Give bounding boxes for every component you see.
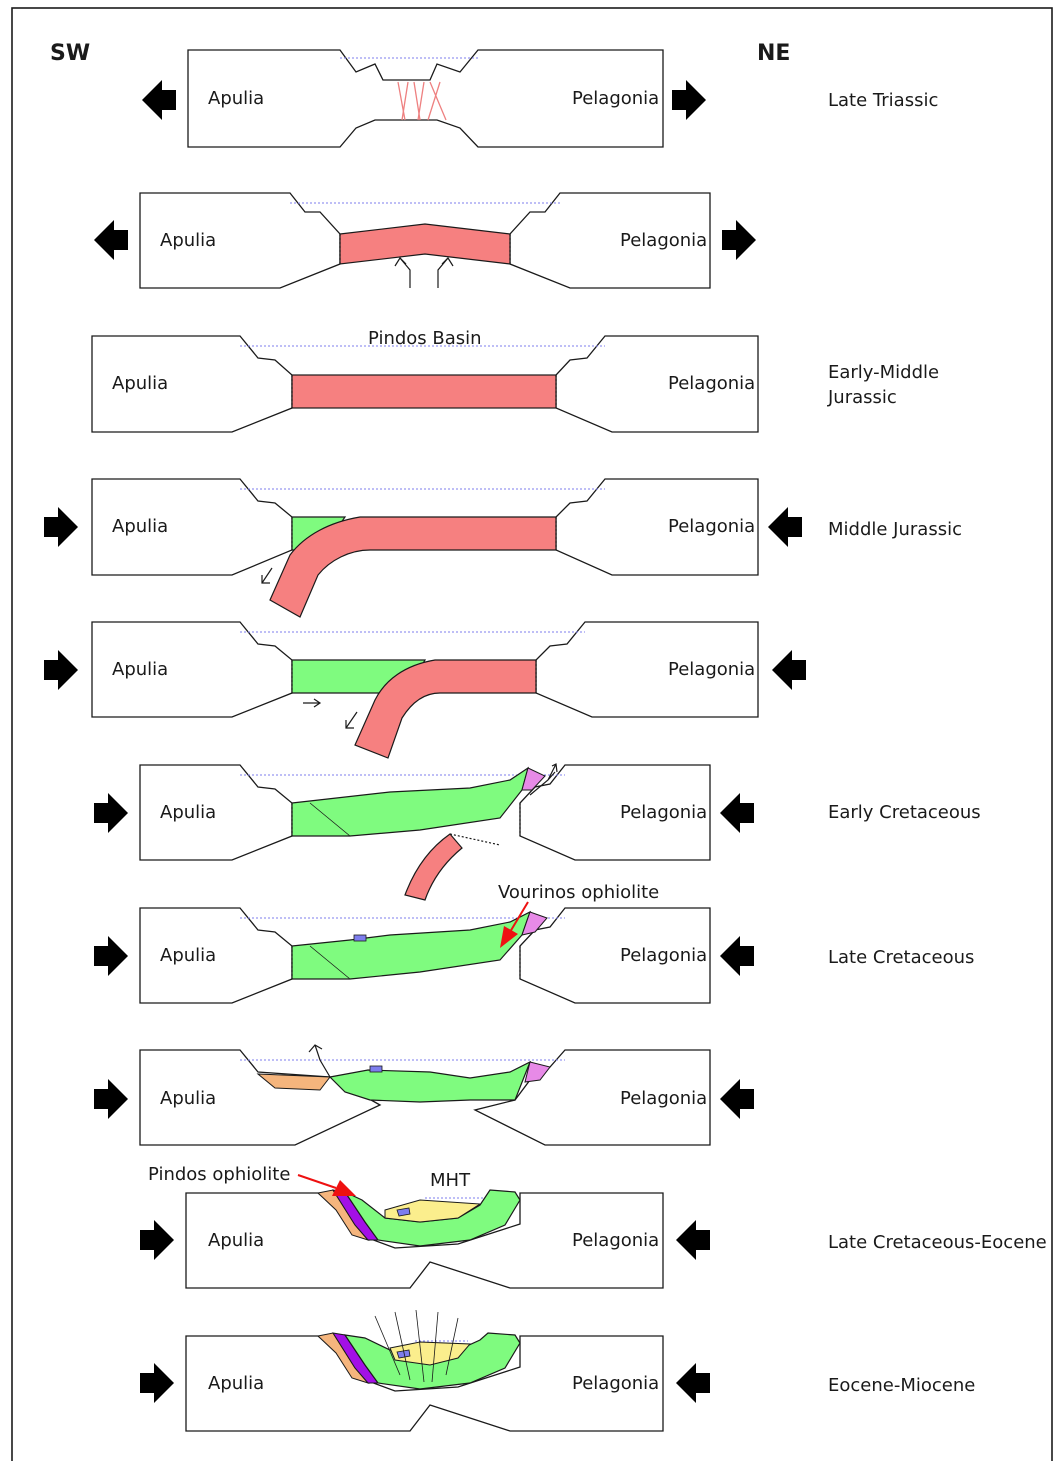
stage-label: Middle Jurassic	[828, 519, 962, 540]
stage-label: Late Cretaceous	[828, 947, 974, 968]
pelagonia-label: Pelagonia	[572, 88, 659, 109]
pelagonia-label: Pelagonia	[572, 1230, 659, 1251]
pelagonia-label: Pelagonia	[620, 230, 707, 251]
pelagonia-label: Pelagonia	[668, 516, 755, 537]
ne-direction-label: NE	[757, 41, 790, 66]
pindos-basin-label: Pindos Basin	[368, 328, 482, 349]
sediment-block-blue	[354, 935, 366, 941]
apulia-label: Apulia	[160, 802, 216, 823]
oceanic-crust	[292, 375, 556, 408]
vourinos-ophiolite-label: Vourinos ophiolite	[498, 882, 659, 903]
pelagonia-label: Pelagonia	[620, 945, 707, 966]
apulia-label: Apulia	[160, 1088, 216, 1109]
mht-label: MHT	[430, 1170, 471, 1191]
pelagonia-label: Pelagonia	[620, 1088, 707, 1109]
apulia-label: Apulia	[112, 516, 168, 537]
stage-label: Eocene-Miocene	[828, 1375, 975, 1396]
pindos-ophiolite-label: Pindos ophiolite	[148, 1164, 290, 1185]
pelagonia-label: Pelagonia	[572, 1373, 659, 1394]
sediment-block-blue	[370, 1066, 382, 1072]
stage-label: Early Cretaceous	[828, 802, 981, 823]
apulia-label: Apulia	[160, 230, 216, 251]
apulia-label: Apulia	[160, 945, 216, 966]
apulia-label: Apulia	[208, 88, 264, 109]
pelagonia-label: Pelagonia	[668, 373, 755, 394]
stage-label-line-2: Jurassic	[827, 387, 897, 408]
stage-label-line-1: Early-Middle	[828, 362, 939, 383]
apulia-label: Apulia	[112, 373, 168, 394]
apulia-label: Apulia	[208, 1373, 264, 1394]
stage-label: Late Cretaceous-Eocene	[828, 1232, 1047, 1253]
stage-label: Late Triassic	[828, 90, 938, 111]
pelagonia-label: Pelagonia	[620, 802, 707, 823]
pelagonia-label: Pelagonia	[668, 659, 755, 680]
apulia-label: Apulia	[208, 1230, 264, 1251]
apulia-label: Apulia	[112, 659, 168, 680]
sw-direction-label: SW	[50, 41, 90, 66]
